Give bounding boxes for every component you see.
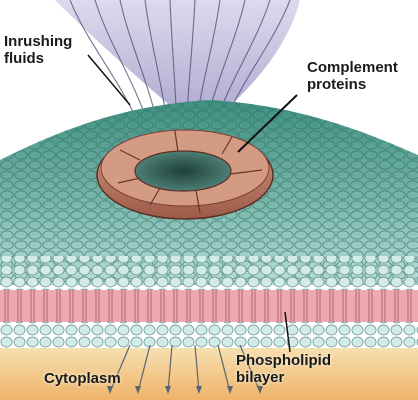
inflow-arrow-shaft bbox=[167, 344, 173, 393]
label-phospholipid-bilayer: Phospholipid bilayer bbox=[236, 352, 331, 386]
inflow-arrow-head bbox=[165, 386, 171, 394]
pore-channel bbox=[134, 150, 232, 192]
leader-inrushing-fluids bbox=[87, 54, 131, 106]
inner-leaflet-heads bbox=[0, 322, 418, 348]
label-cytoplasm: Cytoplasm bbox=[44, 370, 121, 387]
inflow-arrow-head bbox=[227, 386, 233, 394]
lipid-tails bbox=[0, 290, 418, 322]
inflow-arrow-head bbox=[135, 386, 141, 394]
pore-subunit-seams bbox=[117, 130, 263, 214]
inflow-arrow-head bbox=[107, 386, 113, 394]
cytoplasm-inflow-arrows bbox=[107, 344, 263, 394]
leader-phospholipid-bilayer bbox=[284, 311, 291, 353]
inflow-arrow-shaft bbox=[137, 344, 151, 393]
inflow-arrow-shaft bbox=[239, 344, 261, 393]
outer-leaflet-heads bbox=[0, 256, 418, 290]
inflow-arrow-shaft bbox=[194, 344, 200, 393]
inflow-arrow-shaft bbox=[109, 344, 131, 393]
cytoplasm-region bbox=[0, 348, 418, 400]
inflow-arrow-head bbox=[196, 386, 202, 394]
label-complement-proteins: Complement proteins bbox=[307, 59, 398, 93]
leader-complement-proteins bbox=[237, 94, 298, 153]
inflow-arrow-head bbox=[257, 386, 263, 394]
inflow-arrow-shaft bbox=[217, 344, 231, 393]
complement-pore bbox=[96, 129, 274, 220]
label-inrushing-fluids: Inrushing fluids bbox=[4, 33, 73, 67]
fluid-plume bbox=[55, 0, 300, 110]
